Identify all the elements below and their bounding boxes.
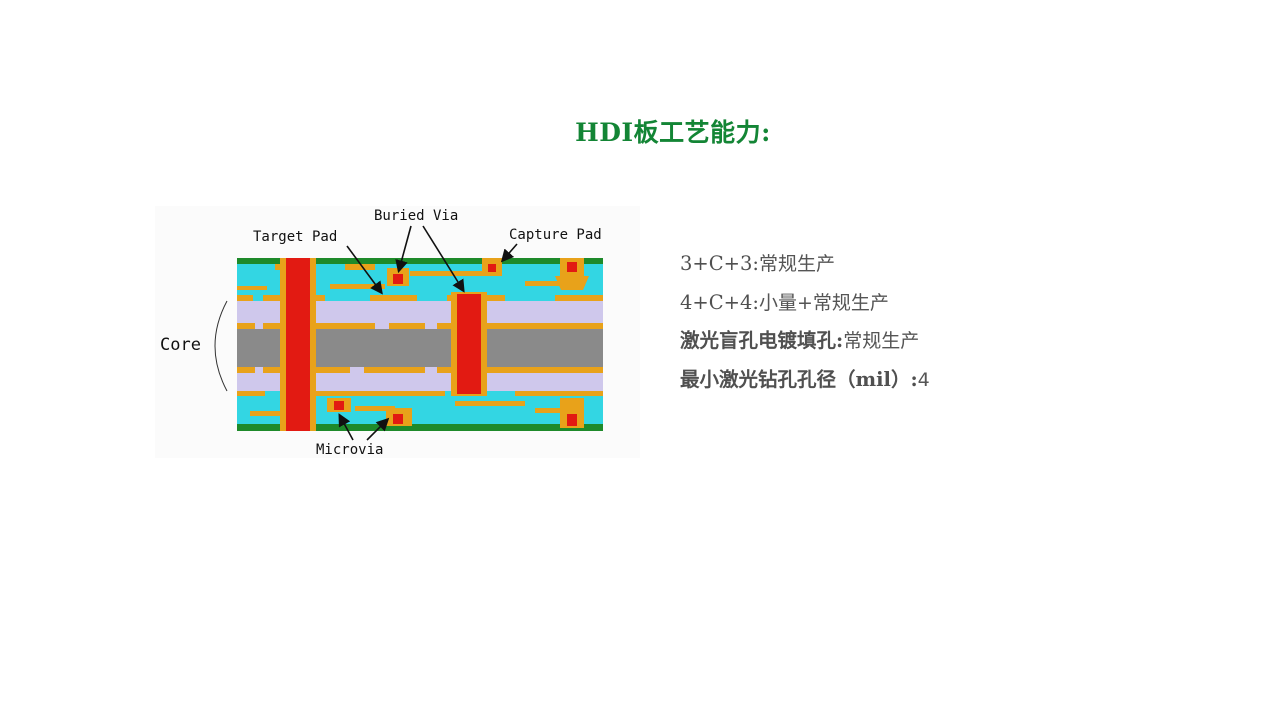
core-inner-top (237, 301, 603, 323)
spec-item: 4+C+4:小量+常规生产 (680, 287, 1200, 326)
bottom-solder-mask (237, 424, 603, 431)
spec-key: 4+C+4: (680, 290, 759, 314)
core-copper-top (237, 323, 603, 329)
spec-key: 激光盲孔电镀填孔: (680, 329, 844, 352)
spec-value: 常规生产 (758, 253, 835, 275)
label-buried-via: Buried Via (374, 208, 458, 224)
label-core: Core (160, 335, 201, 355)
core-bracket (214, 300, 228, 392)
label-target-pad: Target Pad (253, 229, 337, 245)
label-capture-pad: Capture Pad (509, 227, 602, 243)
spec-list: 3+C+3:常规生产 4+C+4:小量+常规生产 激光盲孔电镀填孔:常规生产 最… (680, 248, 1200, 402)
buried-via-fill (457, 294, 481, 394)
stackup-svg: Target Pad Buried Via Capture Pad Core M… (160, 208, 603, 458)
label-microvia: Microvia (316, 442, 383, 458)
board-stack (237, 258, 603, 431)
spec-item: 最小激光钻孔孔径（mil）:4 (680, 364, 1200, 403)
page-title: HDI板工艺能力: (575, 118, 771, 147)
through-hole-fill (286, 258, 310, 431)
spec-key: 最小激光钻孔孔径（mil）: (680, 367, 918, 391)
spec-value: 4 (917, 368, 930, 391)
spec-value: 小量+常规生产 (758, 291, 889, 314)
callout-arrows (338, 225, 518, 441)
core-copper-bottom (237, 367, 603, 373)
spec-item: 激光盲孔电镀填孔:常规生产 (680, 325, 1200, 364)
copper-layer-bottom (237, 391, 603, 396)
core-inner-bottom (237, 373, 603, 391)
spec-item: 3+C+3:常规生产 (680, 248, 1200, 287)
spec-key: 3+C+3: (680, 252, 759, 275)
spec-value: 常规生产 (843, 330, 920, 352)
hdi-stackup-diagram: Target Pad Buried Via Capture Pad Core M… (155, 206, 640, 458)
top-solder-mask (237, 258, 603, 264)
